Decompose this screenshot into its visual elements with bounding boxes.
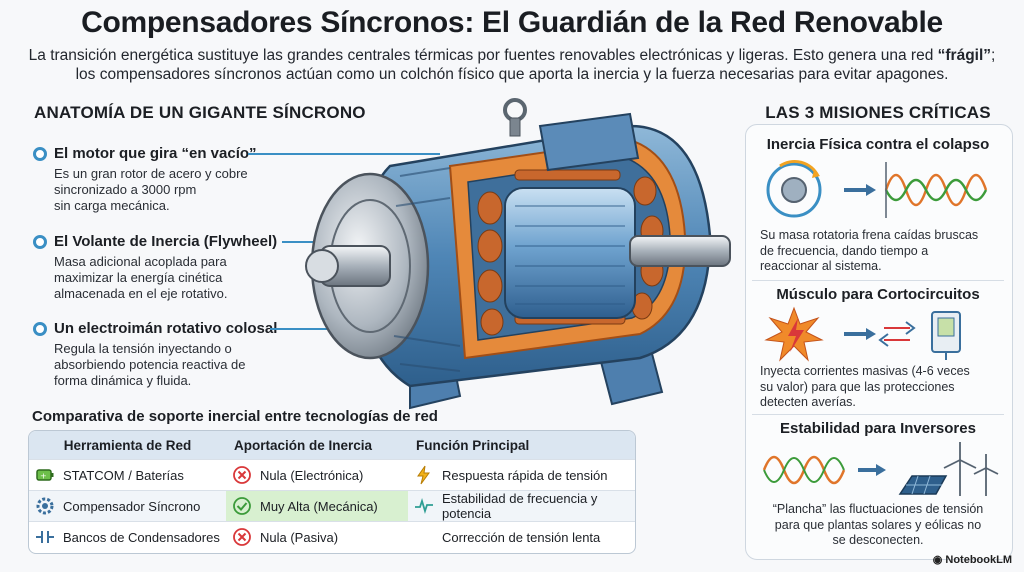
mission-3-line: “Plancha” las fluctuaciones de tensión [772,502,984,516]
table-row: Compensador Síncrono Muy Alta (Mecánica)… [29,490,635,522]
mission-1-line: reaccionar al sistema. [760,259,882,273]
feature-3-desc: Regula la tensión inyectando o absorbien… [54,341,246,389]
feature-2-dot [33,235,47,249]
feature-1-line: sincronizado a 3000 rpm [54,182,197,197]
subtitle-line1-pre: La transición energética sustituye las g… [28,47,938,64]
col-header-tool: Herramienta de Red [29,431,226,460]
mission-1-title: Inercia Física contra el colapso [766,136,990,153]
battery-icon: + [36,469,54,481]
svg-text:+: + [40,472,47,481]
feature-1-desc: Es un gran rotor de acero y cobre sincro… [54,166,248,214]
comparison-table: Herramienta de Red Aportación de Inercia… [28,430,636,554]
mission-3-line: se desconecten. [832,533,924,547]
row-inertia: Nula (Electrónica) [260,467,364,483]
feature-2-leader [282,241,342,243]
mission-1-illustration [766,159,988,218]
wind-turbine-icon [943,442,999,496]
feature-1-line: Es un gran rotor de acero y cobre [54,166,248,181]
col-header-function: Función Principal [408,431,635,460]
feature-2-line: almacenada en el eje rotativo. [54,286,228,301]
col-header-inertia: Aportación de Inercia [226,431,408,460]
feature-3-dot [33,322,47,336]
feature-1-title: El motor que gira “en vacío” [54,145,257,162]
feature-1-dot [33,147,47,161]
feature-2-line: maximizar la energía cinética [54,270,223,285]
synchronous-machine-illustration [305,98,731,410]
feature-3-line: forma dinámica y fluida. [54,373,192,388]
mission-divider [752,414,1004,415]
feature-3-line: absorbiendo potencia reactiva de [54,357,246,372]
page-subtitle: La transición energética sustituye las g… [20,46,1004,84]
mission-3-title: Estabilidad para Inversores [780,420,976,437]
notebooklm-logo-icon: ◉ [932,554,946,566]
mission-1-line: Su masa rotatoria frena caídas bruscas [760,228,979,242]
solar-panel-icon [898,475,948,495]
feature-2-desc: Masa adicional acoplada para maximizar l… [54,254,227,302]
row-inertia: Nula (Pasiva) [260,529,339,545]
fault-current-icon [884,327,910,341]
mission-1-line: de frecuencia, dando tiempo a [760,243,929,258]
subtitle-line1-post: ; [991,47,996,64]
row-inertia: Muy Alta (Mecánica) [260,498,378,514]
mission-3-line: para que plantas solares y eólicas no [774,517,982,532]
x-circle-icon [233,528,251,546]
brand-label: ◉ NotebookLM [933,553,1012,566]
feature-2-line: Masa adicional acoplada para [54,254,227,269]
mission-2-line: detecten averías. [760,395,856,409]
row-function: Estabilidad de frecuencia y potencia [442,491,598,521]
row-function: Corrección de tensión lenta [442,529,601,545]
mission-2-line: Inyecta corrientes masivas (4-6 veces [760,364,970,378]
capacitor-icon [36,531,54,543]
row-function: Respuesta rápida de tensión [442,467,608,483]
rotor-core [504,187,636,319]
wave-icon [884,173,988,207]
feature-1-line: sin carga mecánica. [54,198,170,213]
row-tool: STATCOM / Baterías [63,467,184,483]
anatomy-heading: ANATOMÍA DE UN GIGANTE SÍNCRONO [34,103,366,122]
check-circle-icon [233,497,251,515]
mission-2-title: Músculo para Cortocircuitos [776,286,980,303]
shaft-right [629,235,731,267]
row-tool: Bancos de Condensadores [63,529,220,545]
feature-1-leader [248,153,440,155]
mission-2-line: su valor) para que las protecciones [760,379,955,394]
feature-3-line: Regula la tensión inyectando o [54,341,232,356]
mission-3-desc: “Plancha” las fluctuaciones de tensión p… [745,502,1011,549]
lightning-icon [417,465,430,485]
mission-2-illustration [764,306,961,362]
pulse-icon [415,498,433,514]
feature-2-title: El Volante de Inercia (Flywheel) [54,233,278,250]
feature-3-title: Un electroimán rotativo colosal [54,320,278,337]
terminal-box [538,112,640,172]
mission-2-desc: Inyecta corrientes masivas (4-6 veces su… [760,364,970,411]
mission-divider [752,280,1004,281]
row-tool: Compensador Síncrono [63,498,201,514]
subtitle-line2: los compensadores síncronos actúan como … [75,66,949,83]
comparison-heading: Comparativa de soporte inercial entre te… [32,408,438,425]
missions-heading: LAS 3 MISIONES CRÍTICAS [765,103,991,122]
subtitle-fragil: “frágil” [937,47,992,64]
mission-1-desc: Su masa rotatoria frena caídas bruscas d… [760,228,978,275]
table-row: Bancos de Condensadores Nula (Pasiva) Co… [29,521,635,552]
table-row: + STATCOM / Baterías Nula (Electrónica) … [29,459,635,491]
x-circle-icon [233,466,251,484]
page-title: Compensadores Síncronos: El Guardián de … [81,6,943,39]
gear-icon [36,497,54,515]
rotation-icon [766,162,822,218]
mission-3-illustration [762,442,999,496]
lifting-eye [503,98,527,122]
brand-text: NotebookLM [945,554,1012,566]
